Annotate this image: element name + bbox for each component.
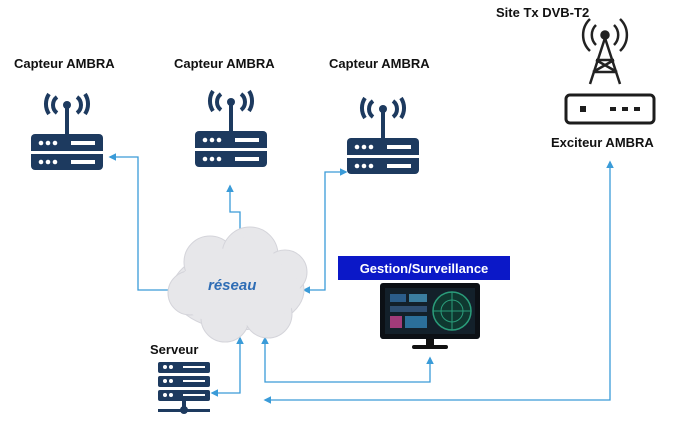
sensor-router-icon-3 — [345, 96, 421, 176]
sensor-label-3: Capteur AMBRA — [329, 56, 430, 71]
sensor-router-icon-1 — [29, 92, 105, 172]
links — [108, 153, 614, 404]
network-label: réseau — [208, 277, 257, 294]
exciter-label: Exciteur AMBRA — [551, 135, 654, 150]
server-label: Serveur — [150, 342, 199, 357]
site-label: Site Tx DVB-T2 — [496, 5, 590, 20]
sensor-label-2: Capteur AMBRA — [174, 56, 275, 71]
exciter-device-icon — [564, 93, 656, 125]
link-sensor2 — [226, 184, 244, 240]
management-label: Gestion/Surveillance — [338, 256, 510, 280]
network-cloud-icon — [167, 226, 308, 343]
link-management — [261, 336, 434, 383]
sensor-router-icon-2 — [193, 89, 269, 169]
link-sensor1 — [108, 153, 180, 294]
transmission-tower-icon — [581, 18, 629, 85]
sensor-label-1: Capteur AMBRA — [14, 56, 115, 71]
link-server — [210, 336, 244, 397]
link-exciter — [263, 160, 614, 404]
server-icon — [158, 362, 210, 414]
monitor-dashboard-icon — [380, 283, 480, 349]
